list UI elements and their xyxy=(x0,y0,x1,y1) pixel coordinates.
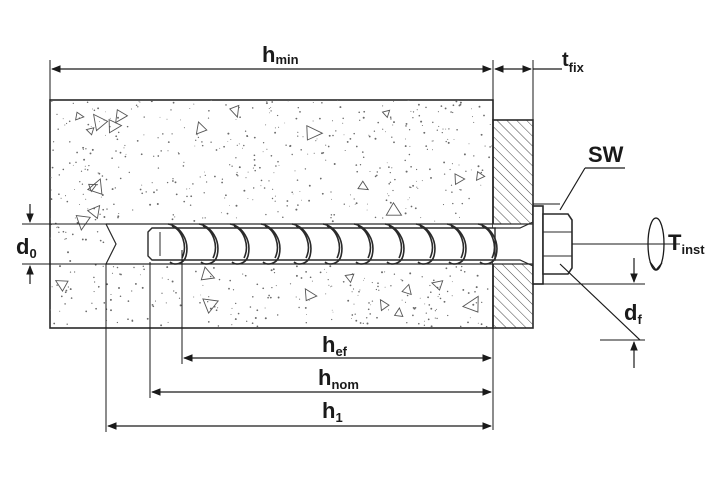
rotation-arrow-icon xyxy=(649,261,663,272)
thread-turn xyxy=(291,223,312,265)
label-tfix: tfix xyxy=(562,49,585,75)
thread-turn xyxy=(322,223,343,265)
hex-head xyxy=(542,213,573,275)
dimension-hef: hef xyxy=(181,250,494,430)
label-h1: h1 xyxy=(322,398,343,425)
label-df: df xyxy=(624,300,642,327)
label-hnom: hnom xyxy=(318,365,359,392)
dimension-df: df xyxy=(533,203,645,368)
label-tinst: Tinst xyxy=(668,230,705,257)
label-sw: SW xyxy=(588,142,624,167)
washer xyxy=(532,205,544,285)
dimension-d0: d0 xyxy=(16,204,110,284)
dimension-tfix: tfix xyxy=(494,49,585,120)
concrete-base xyxy=(49,99,494,329)
thread-turn xyxy=(198,223,219,265)
label-hmin: hmin xyxy=(262,42,299,67)
label-d0: d0 xyxy=(16,234,37,261)
screw-anchor xyxy=(147,205,573,285)
thread-turn xyxy=(446,223,467,265)
dimension-h1: h1 xyxy=(105,264,492,432)
thread-turn xyxy=(229,223,250,265)
dimension-sw: SW xyxy=(559,142,625,211)
dimension-tinst: Tinst xyxy=(572,217,705,272)
dimension-hnom: hnom xyxy=(149,262,492,398)
dimension-hmin: hmin xyxy=(49,42,494,120)
thread-turn xyxy=(260,223,281,265)
concrete-aggregate-texture xyxy=(50,100,493,328)
thread-turn xyxy=(384,223,405,265)
label-hef: hef xyxy=(322,332,348,359)
fixture-plate xyxy=(492,119,534,329)
thread-turn xyxy=(353,223,374,265)
thread-turn xyxy=(415,223,436,265)
thread-turn xyxy=(477,223,498,265)
screw-thread xyxy=(167,223,498,265)
thread-turn xyxy=(167,223,188,265)
